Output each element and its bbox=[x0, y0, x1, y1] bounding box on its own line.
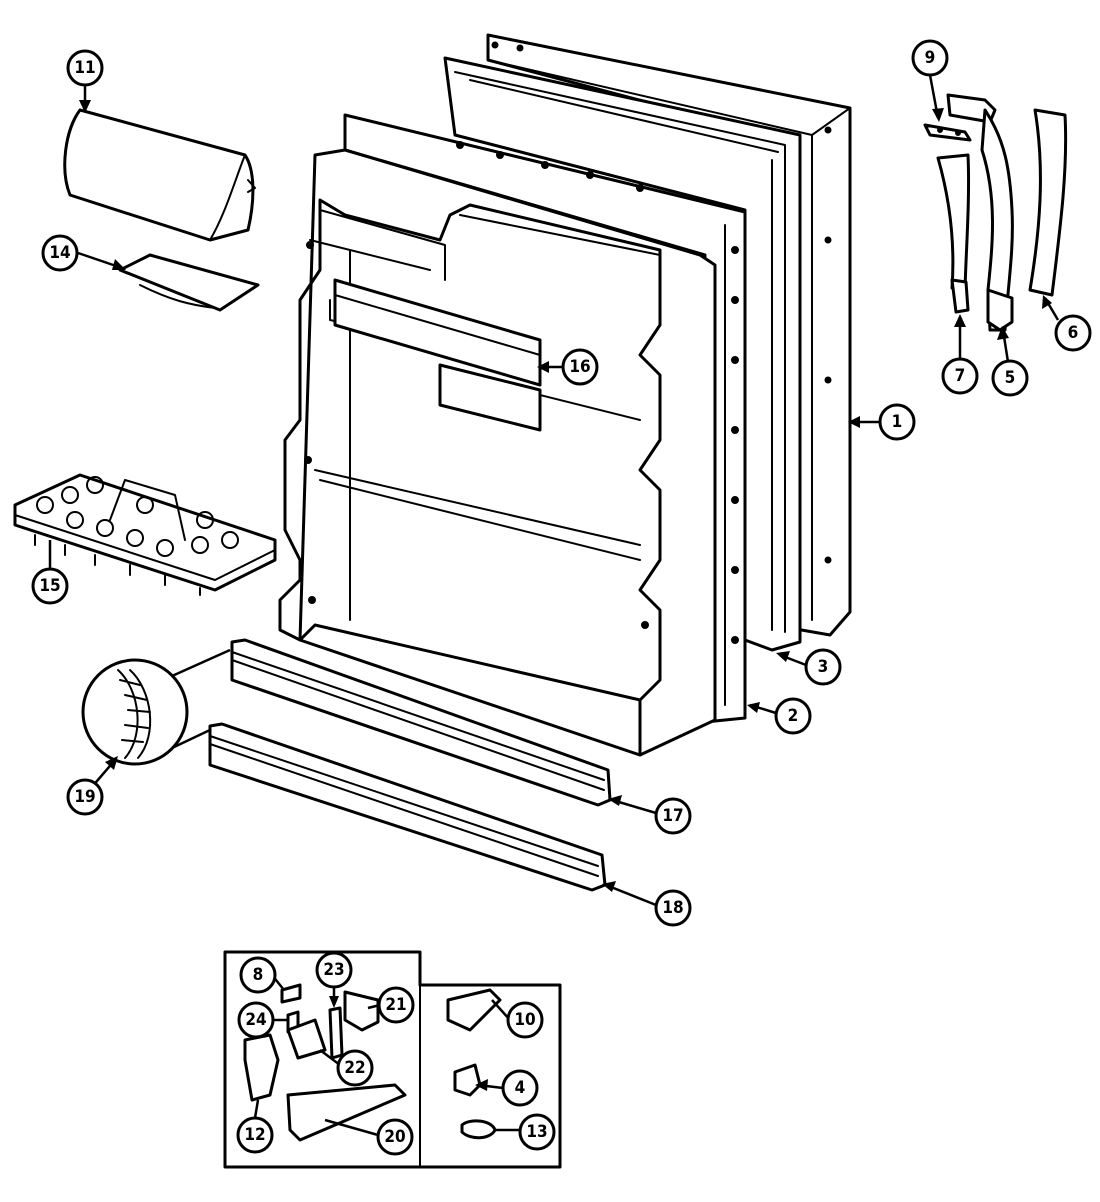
callout-label: 11 bbox=[74, 58, 95, 78]
callout-17: 17 bbox=[654, 797, 692, 835]
callout-label: 4 bbox=[515, 1078, 526, 1098]
hinge-hardware bbox=[923, 93, 1068, 332]
callout-label: 5 bbox=[1005, 368, 1016, 388]
dairy-tray bbox=[118, 253, 260, 312]
callout-18: 18 bbox=[654, 889, 692, 927]
callout-11: 11 bbox=[66, 49, 104, 87]
callout-label: 24 bbox=[245, 1010, 266, 1030]
callout-label: 18 bbox=[662, 898, 683, 918]
outer-door-panel bbox=[486, 33, 852, 637]
callout-22: 22 bbox=[336, 1049, 374, 1087]
callout-label: 17 bbox=[662, 806, 683, 826]
callout-label: 20 bbox=[384, 1127, 405, 1147]
callout-15: 15 bbox=[31, 567, 69, 605]
callout-20: 20 bbox=[376, 1118, 414, 1156]
callout-21: 21 bbox=[377, 986, 415, 1024]
callout-label: 2 bbox=[788, 706, 799, 726]
callout-5: 5 bbox=[991, 359, 1029, 397]
callout-14: 14 bbox=[41, 234, 79, 272]
callout-16: 16 bbox=[561, 348, 599, 386]
shelf-bar bbox=[333, 278, 542, 432]
callout-19: 19 bbox=[66, 778, 104, 816]
callout-8: 8 bbox=[239, 956, 277, 994]
callout-label: 13 bbox=[526, 1122, 547, 1142]
callout-label: 7 bbox=[955, 366, 966, 386]
dairy-door bbox=[63, 108, 256, 242]
hardware-inset-box bbox=[223, 950, 562, 1169]
callout-23: 23 bbox=[315, 951, 353, 989]
callout-label: 10 bbox=[514, 1010, 535, 1030]
door-gasket bbox=[443, 56, 802, 652]
callout-label: 14 bbox=[49, 243, 70, 263]
callout-label: 8 bbox=[253, 965, 264, 985]
callout-2: 2 bbox=[774, 697, 812, 735]
callout-3: 3 bbox=[804, 648, 842, 686]
callout-label: 19 bbox=[74, 787, 95, 807]
callout-label: 3 bbox=[818, 657, 829, 677]
callout-1: 1 bbox=[878, 403, 916, 441]
door-liner-shelves bbox=[278, 148, 717, 757]
callout-6: 6 bbox=[1054, 314, 1092, 352]
callout-label: 12 bbox=[244, 1125, 265, 1145]
callout-label: 21 bbox=[385, 995, 406, 1015]
callout-label: 9 bbox=[925, 48, 936, 68]
egg-tray bbox=[13, 473, 277, 596]
callout-13: 13 bbox=[518, 1113, 556, 1151]
callout-12: 12 bbox=[236, 1116, 274, 1154]
callout-label: 22 bbox=[344, 1058, 365, 1078]
callout-10: 10 bbox=[506, 1001, 544, 1039]
callout-label: 23 bbox=[323, 960, 344, 980]
callout-label: 1 bbox=[892, 412, 903, 432]
callout-label: 16 bbox=[569, 357, 590, 377]
callout-4: 4 bbox=[501, 1069, 539, 1107]
callout-24: 24 bbox=[237, 1001, 275, 1039]
callout-label: 6 bbox=[1068, 323, 1079, 343]
callout-9: 9 bbox=[911, 39, 949, 77]
callout-label: 15 bbox=[39, 576, 60, 596]
callout-7: 7 bbox=[941, 357, 979, 395]
trim-detail-magnifier bbox=[81, 648, 231, 766]
